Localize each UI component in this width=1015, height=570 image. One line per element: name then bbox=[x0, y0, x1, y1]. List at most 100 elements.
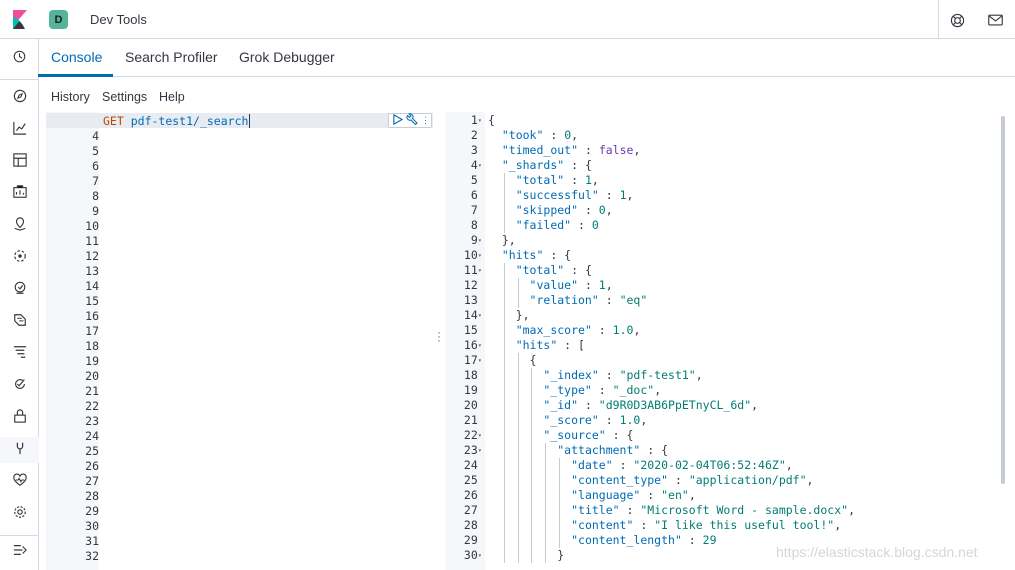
line-number: 7 bbox=[92, 174, 99, 188]
send-request-button[interactable] bbox=[392, 112, 404, 130]
line-number: 28 bbox=[85, 489, 99, 503]
clock-icon bbox=[13, 50, 26, 68]
nav-dashboard[interactable] bbox=[0, 149, 39, 175]
output-line-number: 17▾ bbox=[463, 353, 482, 367]
output-line-number: 27▾ bbox=[463, 503, 478, 517]
output-line-number: 10▾ bbox=[463, 248, 482, 262]
indent-guide bbox=[545, 503, 547, 518]
canvas-icon bbox=[12, 184, 27, 204]
line-number: 22 bbox=[85, 399, 99, 413]
nav-maps[interactable] bbox=[0, 213, 39, 239]
indent-guide bbox=[531, 383, 533, 398]
nav-uptime[interactable] bbox=[0, 373, 39, 399]
output-line-number: 9▾ bbox=[470, 233, 482, 247]
help-icon[interactable] bbox=[948, 11, 966, 29]
line-number: 17 bbox=[85, 324, 99, 338]
collapse-nav-button[interactable] bbox=[0, 539, 39, 565]
tab-console[interactable]: Console bbox=[51, 49, 103, 65]
output-line: "hits" : [ bbox=[515, 338, 585, 352]
nav-siem[interactable] bbox=[0, 277, 39, 303]
indent-guide bbox=[517, 413, 519, 428]
request-editor[interactable] bbox=[46, 112, 433, 570]
output-scrollbar[interactable] bbox=[1001, 116, 1005, 484]
visualize-icon bbox=[12, 121, 27, 140]
fold-toggle-icon[interactable]: ▾ bbox=[477, 266, 482, 275]
kibana-logo[interactable] bbox=[0, 0, 39, 39]
indent-guide bbox=[503, 518, 505, 533]
indent-guide bbox=[545, 443, 547, 458]
help-link[interactable]: Help bbox=[159, 90, 185, 104]
indent-guide bbox=[545, 518, 547, 533]
indent-guide bbox=[531, 443, 533, 458]
nav-management[interactable] bbox=[0, 501, 39, 527]
indent-guide bbox=[503, 473, 505, 488]
indent-guide bbox=[559, 458, 560, 473]
tab-grok-debugger[interactable]: Grok Debugger bbox=[239, 49, 335, 65]
indent-guide bbox=[531, 548, 533, 563]
wrench-button[interactable] bbox=[406, 112, 418, 130]
tab-search-profiler[interactable]: Search Profiler bbox=[125, 49, 218, 65]
nav-monitoring[interactable] bbox=[0, 469, 39, 495]
output-line-number: 14▾ bbox=[463, 308, 482, 322]
request-actions: ⋮ bbox=[388, 112, 432, 130]
output-line-number: 15▾ bbox=[463, 323, 478, 337]
output-line-number: 19▾ bbox=[463, 383, 478, 397]
request-line[interactable]: GET pdf-test1/_search bbox=[103, 114, 251, 128]
output-line: "content_type" : "application/pdf", bbox=[571, 473, 814, 487]
indent-guide bbox=[531, 518, 533, 533]
fold-toggle-icon[interactable]: ▾ bbox=[477, 341, 482, 350]
fold-toggle-icon[interactable]: ▾ bbox=[477, 356, 482, 365]
nav-security[interactable] bbox=[0, 405, 39, 431]
recently-viewed-nav[interactable] bbox=[0, 46, 39, 72]
pane-resizer-handle[interactable]: ··· bbox=[437, 325, 441, 347]
indent-guide bbox=[503, 398, 505, 413]
line-number: 24 bbox=[85, 429, 99, 443]
fold-toggle-icon[interactable]: ▾ bbox=[477, 236, 482, 245]
dev-tools-tabs: Console Search Profiler Grok Debugger bbox=[39, 39, 1015, 77]
fold-toggle-icon[interactable]: ▾ bbox=[477, 551, 482, 560]
nav-dev-tools[interactable] bbox=[0, 437, 39, 463]
nav-discover[interactable] bbox=[0, 85, 39, 111]
space-avatar[interactable]: D bbox=[49, 10, 68, 29]
mail-icon[interactable] bbox=[986, 11, 1004, 29]
fold-toggle-icon[interactable]: ▾ bbox=[477, 251, 482, 260]
history-link[interactable]: History bbox=[51, 90, 90, 104]
line-number: 14 bbox=[85, 279, 99, 293]
line-number: 12 bbox=[85, 249, 99, 263]
indent-guide bbox=[503, 323, 505, 338]
active-line-highlight bbox=[46, 113, 433, 128]
indent-guide bbox=[503, 188, 505, 203]
settings-link[interactable]: Settings bbox=[102, 90, 148, 104]
fold-toggle-icon[interactable]: ▾ bbox=[477, 116, 482, 125]
more-options-icon[interactable]: ⋮ bbox=[421, 115, 430, 125]
fold-toggle-icon[interactable]: ▾ bbox=[477, 311, 482, 320]
nav-apm[interactable] bbox=[0, 341, 39, 367]
fold-toggle-icon[interactable]: ▾ bbox=[477, 161, 482, 170]
maps-icon bbox=[13, 216, 27, 236]
output-line: "_index" : "pdf-test1", bbox=[543, 368, 703, 382]
indent-guide bbox=[517, 278, 519, 293]
response-output[interactable] bbox=[445, 112, 1011, 570]
security-icon bbox=[13, 408, 27, 428]
indent-guide bbox=[517, 428, 519, 443]
output-line: "_score" : 1.0, bbox=[543, 413, 648, 427]
nav-visualize[interactable] bbox=[0, 117, 39, 143]
indent-guide bbox=[517, 383, 519, 398]
output-line: "hits" : { bbox=[501, 248, 572, 262]
output-line: "_id" : "d9R0D3AB6PpETnyCL_6d", bbox=[543, 398, 759, 412]
nav-ml[interactable] bbox=[0, 245, 39, 271]
siem-icon bbox=[13, 281, 27, 300]
nav-logs[interactable] bbox=[0, 309, 39, 335]
indent-guide bbox=[559, 533, 560, 548]
fold-toggle-icon[interactable]: ▾ bbox=[477, 446, 482, 455]
nav-canvas[interactable] bbox=[0, 181, 39, 207]
indent-guide bbox=[517, 548, 519, 563]
line-number: 13 bbox=[85, 264, 99, 278]
indent-guide bbox=[503, 338, 505, 353]
indent-guide bbox=[531, 488, 533, 503]
indent-guide bbox=[503, 503, 505, 518]
output-line-number: 7▾ bbox=[470, 203, 478, 217]
indent-guide bbox=[559, 488, 560, 503]
output-line-number: 5▾ bbox=[470, 173, 478, 187]
fold-toggle-icon[interactable]: ▾ bbox=[477, 431, 482, 440]
